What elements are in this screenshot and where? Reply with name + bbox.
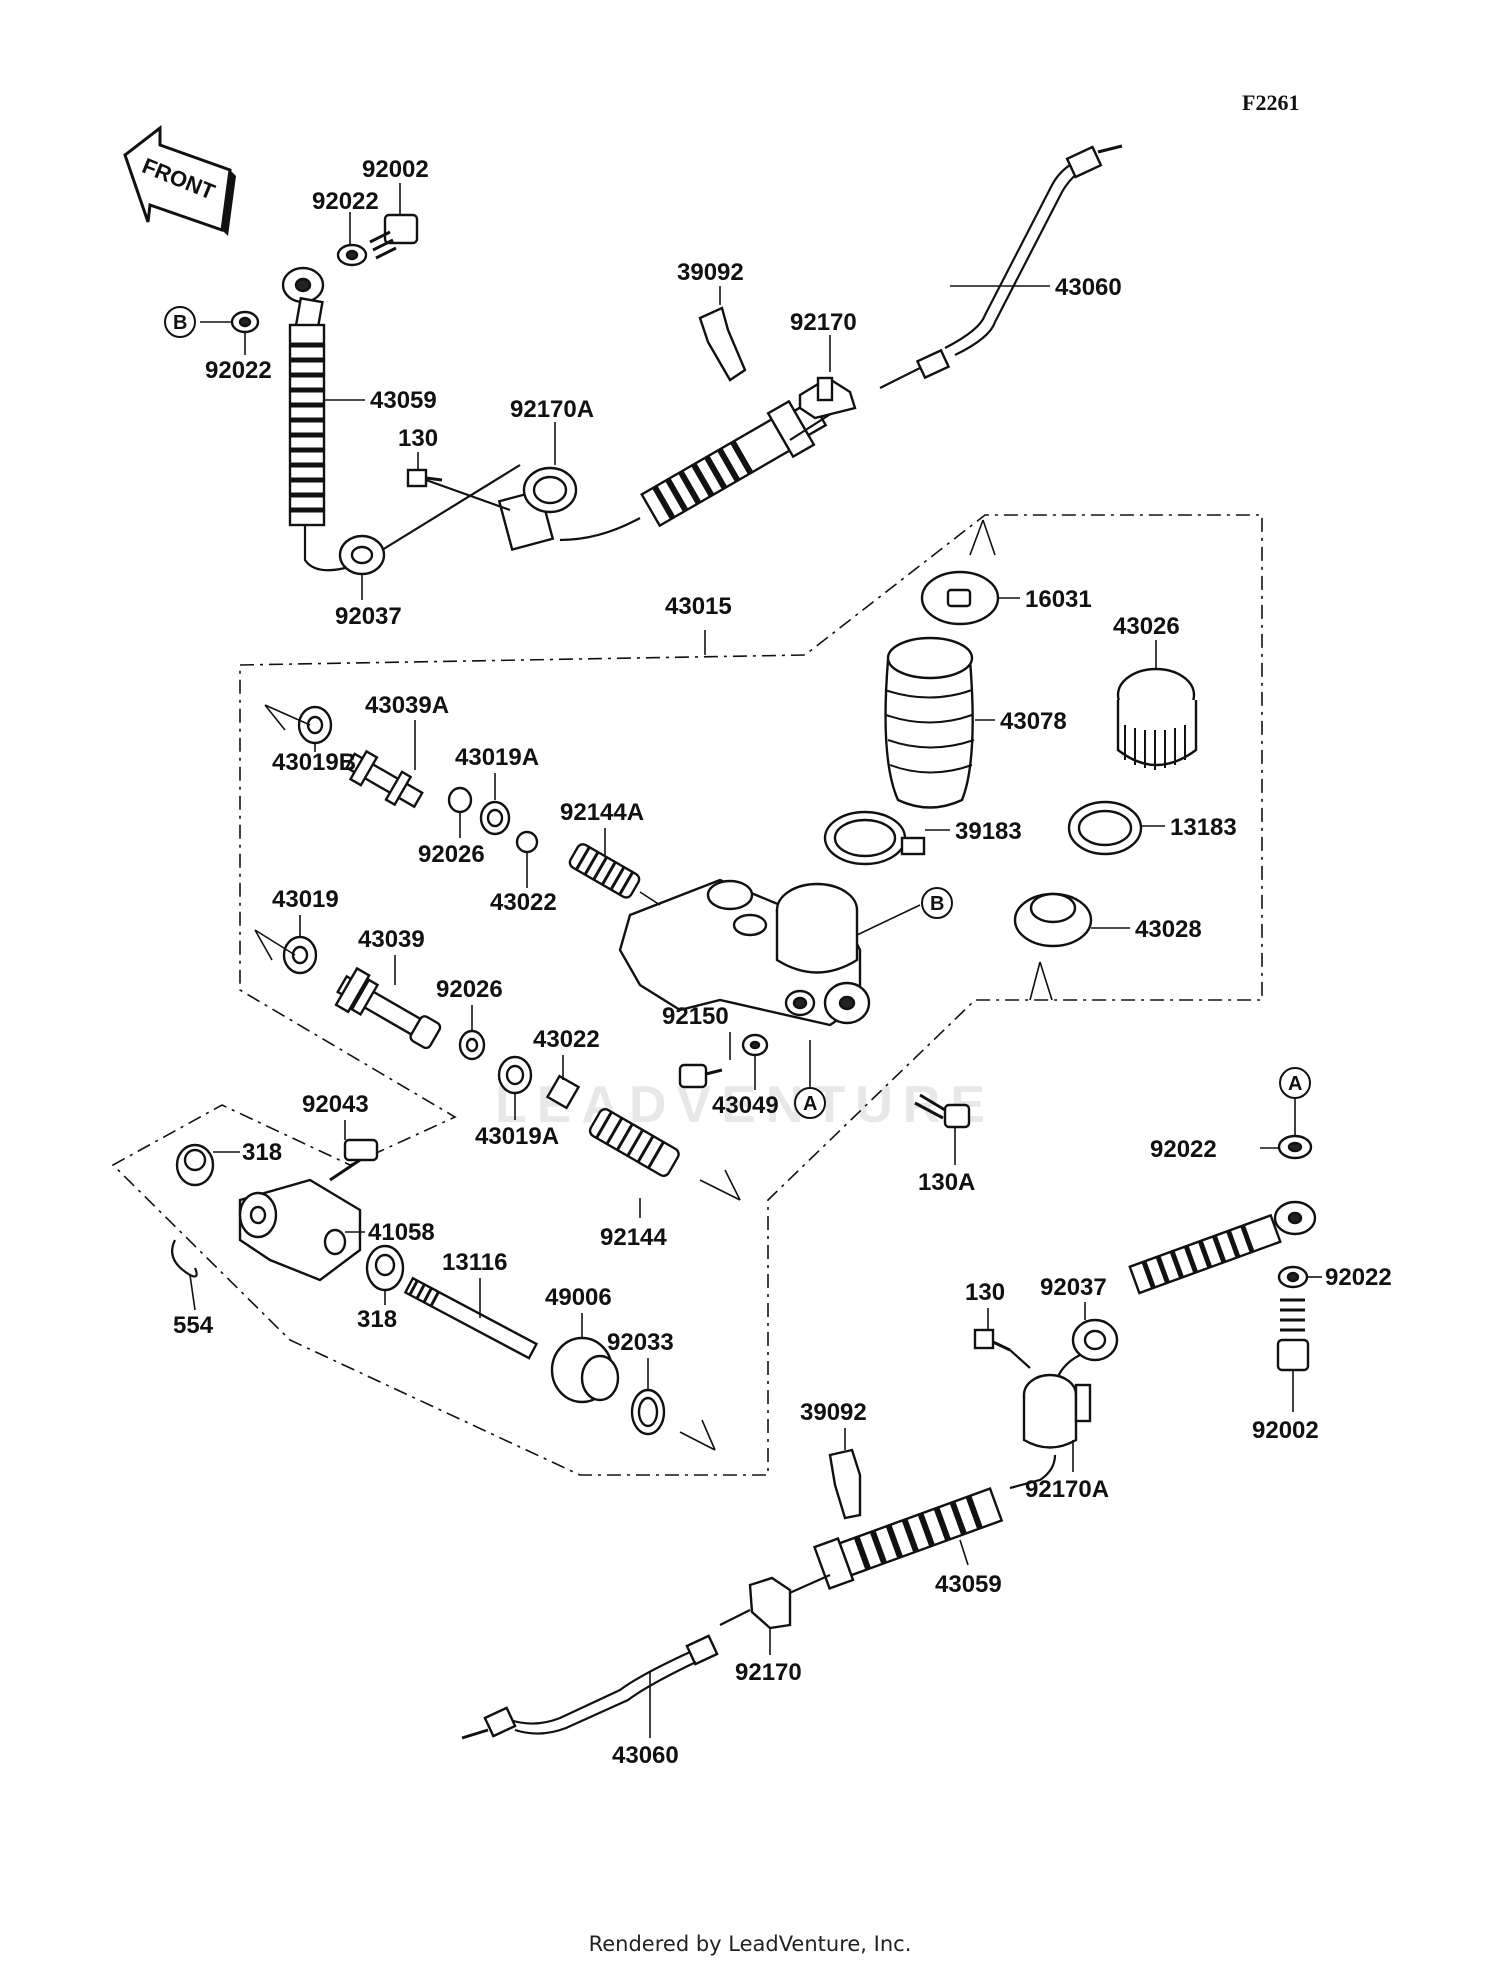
part-label: 92022: [312, 188, 379, 215]
part-label: 130: [398, 425, 438, 452]
pushrod-parts: [171, 1138, 716, 1451]
part-label: 43019B: [272, 749, 356, 776]
part-label: 39183: [955, 818, 1022, 845]
part-label: 92022: [1150, 1136, 1217, 1163]
part-label: 92037: [335, 603, 402, 630]
part-label: 49006: [545, 1284, 612, 1311]
part-label: 92043: [302, 1091, 369, 1118]
part-label: 92002: [362, 156, 429, 183]
ref-letter: A: [1288, 1073, 1302, 1095]
part-label: 43019A: [475, 1123, 559, 1150]
part-label: 92026: [418, 841, 485, 868]
part-label: 92170A: [1025, 1476, 1109, 1503]
part-label: 92002: [1252, 1417, 1319, 1444]
part-label: 43019A: [455, 744, 539, 771]
part-label: 39092: [677, 259, 744, 286]
part-label: 43059: [370, 387, 437, 414]
ref-marker-b-left: B: [164, 306, 196, 338]
part-label: 554: [173, 1312, 214, 1339]
part-label: 92170A: [510, 396, 594, 423]
part-label: 318: [357, 1306, 397, 1333]
part-label: 43022: [490, 889, 557, 916]
part-label: 43060: [612, 1742, 679, 1769]
leader-lines: [189, 183, 1322, 1738]
part-label: 130A: [918, 1169, 975, 1196]
part-label: 92170: [735, 1659, 802, 1686]
part-labels: 92002 92022 92022 43059 130 92170A 92037…: [173, 156, 1392, 1769]
part-label: 43060: [1055, 274, 1122, 301]
upper-hose-assembly: [230, 144, 1123, 576]
footer-credit: Rendered by LeadVenture, Inc.: [588, 1932, 912, 1956]
part-label: 43019: [272, 886, 339, 913]
ref-marker-b-body: B: [921, 887, 953, 919]
lower-hose-assembly: [461, 1134, 1317, 1740]
part-label: 92022: [205, 357, 272, 384]
part-label: 16031: [1025, 586, 1092, 613]
part-label: 43026: [1113, 613, 1180, 640]
ref-marker-a-body: A: [794, 1087, 826, 1119]
part-label: 43015: [665, 593, 732, 620]
part-label: 92037: [1040, 1274, 1107, 1301]
ref-marker-a-right: A: [1279, 1067, 1311, 1099]
part-label: 92026: [436, 976, 503, 1003]
master-cylinder-parts: [254, 519, 1198, 1201]
part-label: 13183: [1170, 814, 1237, 841]
figure-id: F2261: [1242, 90, 1299, 115]
part-label: 41058: [368, 1219, 435, 1246]
part-label: 130: [965, 1279, 1005, 1306]
part-label: 92033: [607, 1329, 674, 1356]
part-label: 43059: [935, 1571, 1002, 1598]
part-label: 43039: [358, 926, 425, 953]
part-label: 92150: [662, 1003, 729, 1030]
assembly-boundary: [111, 514, 1263, 1476]
part-label: 13116: [442, 1249, 507, 1276]
ref-letter: B: [173, 312, 187, 334]
ref-letter: A: [803, 1093, 817, 1115]
part-label: 43078: [1000, 708, 1067, 735]
part-label: 92170: [790, 309, 857, 336]
part-label: 43028: [1135, 916, 1202, 943]
part-label: 43022: [533, 1026, 600, 1053]
part-label: 43039A: [365, 692, 449, 719]
part-label: 39092: [800, 1399, 867, 1426]
part-label: 92022: [1325, 1264, 1392, 1291]
part-label: 92144A: [560, 799, 644, 826]
part-label: 92144: [600, 1224, 667, 1251]
front-arrow-icon: FRONT: [123, 124, 236, 236]
part-label: 318: [242, 1139, 282, 1166]
part-label: 43049: [712, 1092, 779, 1119]
ref-letter: B: [930, 893, 944, 915]
